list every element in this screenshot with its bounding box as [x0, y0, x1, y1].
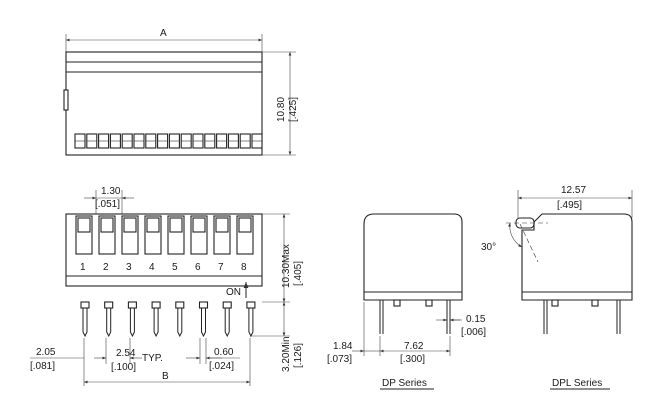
top-view: A 10.80 [.425] [63, 28, 299, 156]
switch-bank [75, 215, 254, 255]
typ-label: TYP. [142, 353, 163, 364]
pin [106, 308, 112, 338]
pin-pitch-mm-label: 2.54 [116, 348, 136, 359]
pin [82, 308, 88, 338]
switch-actuator [123, 217, 137, 233]
dp-pin-mm-label: 0.15 [466, 314, 486, 325]
pin-width-mm-label: 0.60 [214, 347, 234, 358]
switch-number: 3 [126, 262, 132, 273]
dpl-series-view: 12.57 [.495] 30° DPL Series [481, 185, 633, 390]
pin-min-in-label: [.126] [293, 343, 304, 368]
height-max-in-label: [.405] [293, 261, 304, 286]
switch-actuator [77, 217, 91, 233]
switch-number: 7 [218, 262, 224, 273]
switch-numbers: 1 2 3 4 5 6 7 8 [80, 262, 247, 273]
edge-mm-label: 2.05 [36, 347, 56, 358]
switch-actuator [238, 217, 252, 233]
top-side-notch [63, 89, 69, 111]
switch-number: 6 [195, 262, 201, 273]
dpl-width-in-label: [.495] [557, 200, 582, 211]
pin-shoulder [80, 301, 90, 309]
pin [224, 308, 230, 338]
dim-a-label: A [160, 28, 167, 39]
dim-b-label: B [162, 371, 169, 382]
dp-offset-mm-label: 1.84 [333, 341, 353, 352]
dp-standoff [393, 299, 401, 307]
dpl-series-label: DPL Series [552, 378, 602, 389]
pin-shoulder [198, 301, 209, 309]
height-mm-label: 10.80 [276, 97, 287, 122]
height-max-mm-label: 10.30Max [281, 244, 292, 288]
switch-number: 5 [172, 262, 178, 273]
pin [248, 308, 254, 338]
dpl-standoff [551, 299, 559, 307]
pin-shoulder [151, 301, 161, 309]
edge-in-label: [.081] [30, 361, 55, 372]
pin-shoulder [127, 301, 137, 309]
dp-series-view: 0.15 [.006] 1.84 [.073] 7.62 [.300] DP S… [327, 213, 486, 390]
pin [153, 308, 159, 338]
pin-shoulder [222, 301, 232, 309]
dpl-body [521, 213, 633, 301]
dp-standoff [425, 299, 433, 307]
dpl-width-mm-label: 12.57 [561, 185, 586, 196]
pin [177, 308, 183, 338]
on-label: ON [226, 287, 241, 298]
pin-shoulder [175, 301, 185, 309]
pin [201, 308, 206, 338]
pin-shoulder [246, 301, 256, 309]
switch-actuator [100, 217, 114, 233]
pin-shoulder [104, 301, 114, 309]
height-in-label: [.425] [288, 97, 299, 122]
dp-offset-in-label: [.073] [327, 354, 352, 365]
dp-row-mm-label: 7.62 [404, 341, 424, 352]
dpl-standoff [591, 299, 599, 307]
switch-actuator [169, 217, 183, 233]
switch-number: 1 [80, 262, 86, 273]
pin [129, 308, 135, 338]
dp-series-label: DP Series [382, 378, 427, 389]
switch-number: 2 [103, 262, 109, 273]
dpl-angle-label: 30° [481, 242, 496, 253]
dp-pin-in-label: [.006] [461, 327, 486, 338]
pitch-in-label: [.051] [95, 199, 120, 210]
pin-width-in-label: [.024] [209, 361, 234, 372]
switch-number: 8 [241, 262, 247, 273]
front-body [65, 213, 263, 287]
switch-actuator [146, 217, 160, 233]
dp-body [363, 213, 463, 301]
pin-min-mm-label: 3.20Min [281, 336, 292, 372]
switch-actuator [192, 217, 206, 233]
switch-number: 4 [149, 262, 155, 273]
pitch-mm-label: 1.30 [101, 186, 121, 197]
pin-row [80, 301, 256, 338]
switch-actuator [215, 217, 229, 233]
pin-pitch-in-label: [.100] [111, 362, 136, 373]
dp-row-in-label: [.300] [400, 354, 425, 365]
top-actuator-row [74, 133, 263, 149]
